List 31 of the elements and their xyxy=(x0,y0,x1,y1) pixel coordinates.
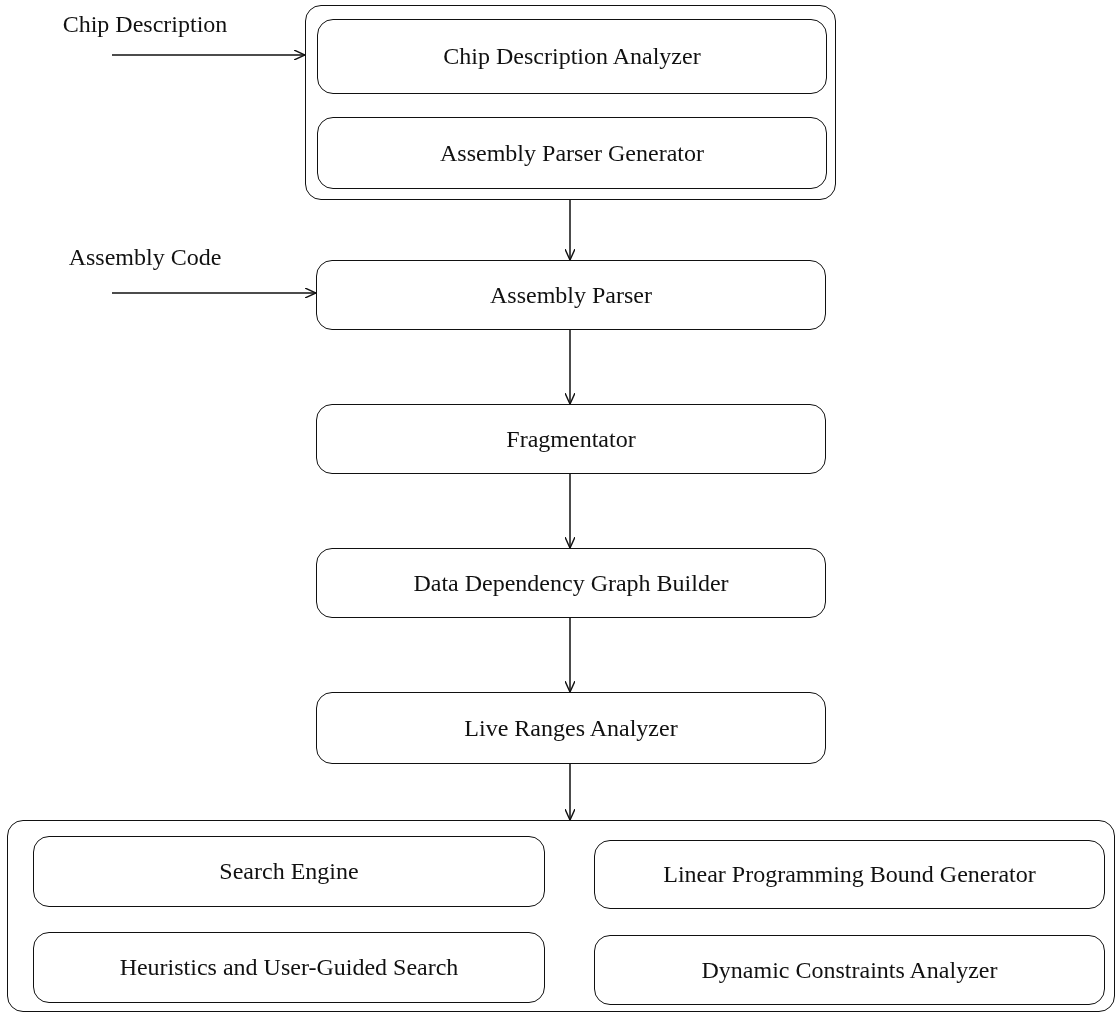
box-label: Search Engine xyxy=(219,857,359,886)
process-box xyxy=(33,836,545,907)
box-label: Data Dependency Graph Builder xyxy=(413,568,729,598)
box-label: Live Ranges Analyzer xyxy=(464,713,678,743)
box-label: Heuristics and User-Guided Search xyxy=(119,953,459,982)
process-box xyxy=(594,840,1105,909)
process-box xyxy=(317,117,827,189)
process-box xyxy=(316,404,826,474)
arrow xyxy=(111,49,306,61)
box-label: Assembly Parser xyxy=(490,280,652,310)
arrow xyxy=(564,473,576,549)
process-box xyxy=(316,692,826,764)
box-label: Assembly Parser Generator xyxy=(440,138,704,168)
arrow xyxy=(564,763,576,821)
process-box xyxy=(316,548,826,618)
process-box xyxy=(594,935,1105,1005)
arrow xyxy=(564,617,576,693)
input-label: Chip Description xyxy=(62,10,228,39)
group-box xyxy=(305,5,836,200)
process-box xyxy=(33,932,545,1003)
group-box xyxy=(7,820,1115,1012)
process-box xyxy=(317,19,827,94)
arrow xyxy=(111,287,317,299)
box-label: Chip Description Analyzer xyxy=(443,42,701,71)
box-label: Linear Programming Bound Generator xyxy=(663,860,1036,889)
process-box xyxy=(316,260,826,330)
arrow xyxy=(564,329,576,405)
arrow xyxy=(564,199,576,261)
box-label: Dynamic Constraints Analyzer xyxy=(701,955,998,985)
box-label: Fragmentator xyxy=(506,424,636,454)
input-label: Assembly Code xyxy=(68,243,222,272)
